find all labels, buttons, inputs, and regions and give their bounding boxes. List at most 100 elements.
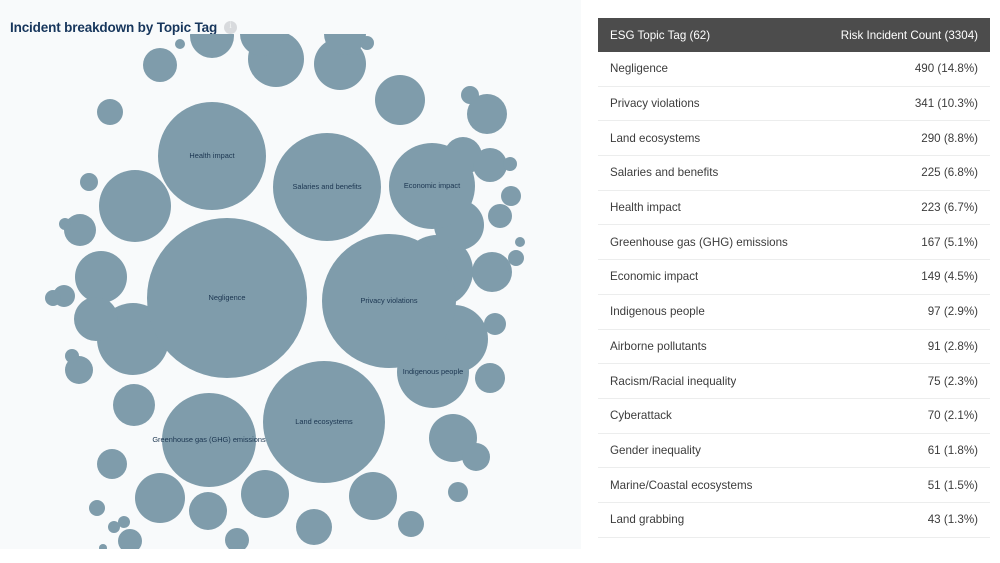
- bubble-small[interactable]: [488, 204, 512, 228]
- row-incident-count: 149 (4.5%): [921, 270, 978, 284]
- bubble-indigenous-people[interactable]: [397, 336, 469, 408]
- row-incident-count: 97 (2.9%): [927, 305, 978, 319]
- table-row[interactable]: Gender inequality 61 (1.8%): [598, 433, 990, 469]
- column-header-topic-tag[interactable]: ESG Topic Tag (62): [610, 28, 711, 42]
- bubble-negligence[interactable]: [147, 218, 307, 378]
- table-row[interactable]: Land grabbing 43 (1.3%): [598, 502, 990, 538]
- row-incident-count: 167 (5.1%): [921, 235, 978, 249]
- row-topic-label: Airborne pollutants: [610, 339, 707, 353]
- row-topic-label: Indigenous people: [610, 305, 705, 319]
- table-row[interactable]: Land ecosystems 290 (8.8%): [598, 121, 990, 157]
- bubble-small[interactable]: [349, 472, 397, 520]
- table-row[interactable]: Racism/Racial inequality 75 (2.3%): [598, 364, 990, 399]
- column-header-incident-count[interactable]: Risk Incident Count (3304): [840, 28, 978, 42]
- bubble-small[interactable]: [501, 186, 521, 206]
- table-row[interactable]: Marine/Coastal ecosystems 51 (1.5%): [598, 468, 990, 503]
- bubble-small[interactable]: [97, 449, 127, 479]
- bubble-small[interactable]: [118, 516, 130, 528]
- bubble-small[interactable]: [467, 94, 507, 134]
- bubble-small[interactable]: [189, 492, 227, 530]
- bubble-group-small: [45, 34, 525, 549]
- bubble-small[interactable]: [97, 99, 123, 125]
- row-topic-label: Land ecosystems: [610, 131, 701, 145]
- bubble-small[interactable]: [503, 157, 517, 171]
- bubble-small[interactable]: [515, 237, 525, 247]
- bubble-small[interactable]: [448, 482, 468, 502]
- row-incident-count: 70 (2.1%): [927, 409, 978, 423]
- bubble-small[interactable]: [59, 218, 71, 230]
- row-topic-label: Economic impact: [610, 270, 699, 284]
- bubble-greenhouse-gas-ghg-emissions[interactable]: [162, 393, 256, 487]
- bubble-land-ecosystems[interactable]: [263, 361, 385, 483]
- row-topic-label: Cyberattack: [610, 409, 672, 423]
- bubble-economic-impact[interactable]: [389, 143, 475, 229]
- table-row[interactable]: Economic impact 149 (4.5%): [598, 260, 990, 295]
- bubble-small[interactable]: [89, 500, 105, 516]
- bubble-chart-panel: Incident breakdown by Topic Tag Negligen…: [0, 0, 581, 549]
- bubble-small[interactable]: [375, 75, 425, 125]
- bubble-small[interactable]: [118, 529, 142, 549]
- row-topic-label: Marine/Coastal ecosystems: [610, 478, 753, 492]
- row-topic-label: Privacy violations: [610, 97, 700, 111]
- bubble-small[interactable]: [80, 173, 98, 191]
- row-incident-count: 91 (2.8%): [927, 339, 978, 353]
- bubble-salaries-and-benefits[interactable]: [273, 133, 381, 241]
- bubble-small[interactable]: [461, 86, 479, 104]
- bubble-small[interactable]: [475, 363, 505, 393]
- bubble-small[interactable]: [64, 214, 96, 246]
- bubble-small[interactable]: [462, 443, 490, 471]
- table-row[interactable]: Airborne pollutants 91 (2.8%): [598, 329, 990, 365]
- row-topic-label: Racism/Racial inequality: [610, 374, 737, 388]
- bubble-small[interactable]: [99, 544, 107, 549]
- row-topic-label: Land grabbing: [610, 513, 685, 527]
- bubble-small[interactable]: [508, 250, 524, 266]
- bubble-small[interactable]: [360, 36, 374, 50]
- row-incident-count: 290 (8.8%): [921, 131, 978, 145]
- table-row[interactable]: Privacy violations 341 (10.3%): [598, 86, 990, 122]
- info-icon[interactable]: [224, 20, 238, 34]
- bubble-small[interactable]: [225, 528, 249, 549]
- bubble-small[interactable]: [473, 148, 507, 182]
- row-topic-label: Gender inequality: [610, 443, 701, 457]
- bubble-privacy-violations[interactable]: [322, 234, 456, 368]
- bubble-small[interactable]: [75, 251, 127, 303]
- table-row[interactable]: Cyberattack 70 (2.1%): [598, 398, 990, 434]
- row-topic-label: Health impact: [610, 201, 681, 215]
- chart-title-row: Incident breakdown by Topic Tag: [10, 20, 238, 35]
- row-incident-count: 61 (1.8%): [927, 443, 978, 457]
- bubble-small[interactable]: [484, 313, 506, 335]
- bubble-small[interactable]: [241, 470, 289, 518]
- row-incident-count: 51 (1.5%): [927, 478, 978, 492]
- bubble-small[interactable]: [240, 34, 284, 56]
- bubble-small[interactable]: [65, 349, 79, 363]
- row-incident-count: 341 (10.3%): [914, 97, 978, 111]
- table-row[interactable]: Indigenous people 97 (2.9%): [598, 294, 990, 330]
- bubble-small[interactable]: [398, 511, 424, 537]
- row-incident-count: 490 (14.8%): [914, 62, 978, 76]
- bubble-small[interactable]: [99, 170, 171, 242]
- bubble-small[interactable]: [113, 384, 155, 426]
- bubble-small[interactable]: [175, 39, 185, 49]
- bubble-small[interactable]: [190, 34, 234, 58]
- bubble-small[interactable]: [237, 542, 245, 549]
- bubble-health-impact[interactable]: [158, 102, 266, 210]
- bubble-small[interactable]: [143, 48, 177, 82]
- bubble-small[interactable]: [45, 290, 61, 306]
- row-incident-count: 43 (1.3%): [927, 513, 978, 527]
- bubble-small[interactable]: [472, 252, 512, 292]
- row-incident-count: 223 (6.7%): [921, 201, 978, 215]
- row-incident-count: 75 (2.3%): [927, 374, 978, 388]
- table-row[interactable]: Health impact 223 (6.7%): [598, 190, 990, 226]
- bubble-small[interactable]: [324, 34, 366, 55]
- row-topic-label: Salaries and benefits: [610, 166, 719, 180]
- bubble-small[interactable]: [135, 473, 185, 523]
- bubble-small[interactable]: [74, 297, 118, 341]
- bubble-small[interactable]: [108, 521, 120, 533]
- bubble-small[interactable]: [296, 509, 332, 545]
